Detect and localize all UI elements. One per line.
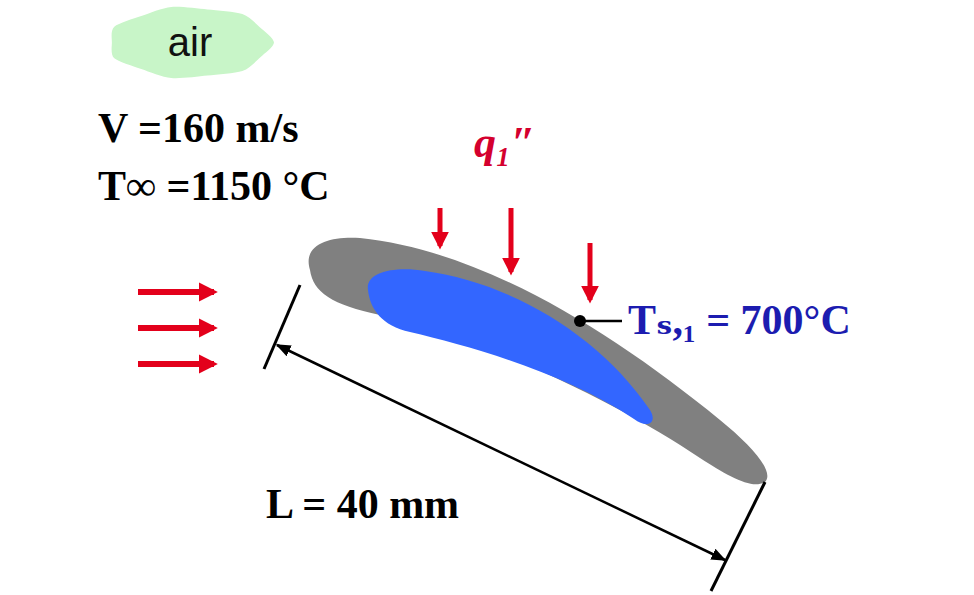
air-cloud: air — [106, 6, 274, 79]
temperature-label: T∞ =1150 °C — [98, 162, 330, 210]
heat-flux-arrows — [440, 208, 590, 300]
node-text: air — [106, 20, 274, 65]
leader-line — [580, 320, 622, 323]
flow-arrow — [138, 289, 214, 295]
heat-flux-arrow — [588, 243, 593, 300]
velocity-label: V =160 m/s — [98, 104, 299, 152]
heat-flux-label: q₁″ — [474, 118, 536, 169]
surface-temperature-label: Tₛ,₁ = 700°C — [628, 296, 851, 344]
flow-arrows — [138, 292, 214, 364]
cooling-channel — [368, 269, 653, 424]
extension-line — [264, 285, 300, 369]
turbine-blade — [309, 238, 768, 485]
heat-flux-arrow — [509, 208, 514, 272]
flow-arrow — [138, 325, 214, 331]
chord-length-label: L = 40 mm — [262, 480, 463, 528]
extension-line — [711, 482, 765, 591]
flow-arrow — [138, 361, 214, 367]
heat-flux-arrow — [438, 208, 443, 246]
